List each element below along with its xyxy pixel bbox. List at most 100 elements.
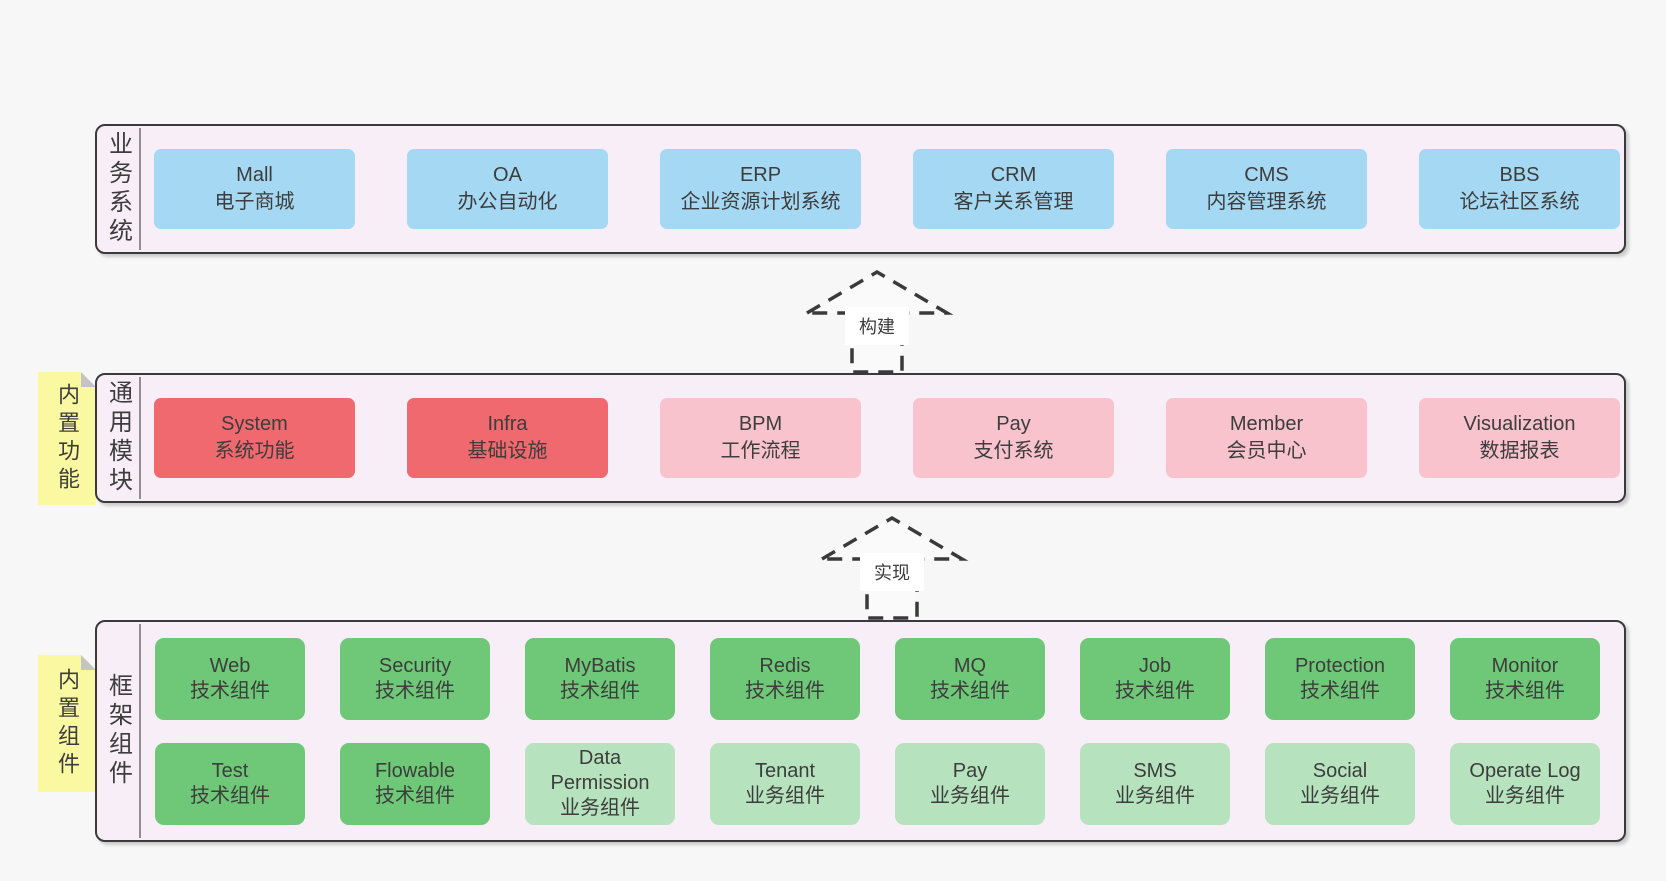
box-title: SMS bbox=[1133, 759, 1177, 782]
sticky-built-in-components: 内置组件 bbox=[38, 655, 96, 792]
box-mq: MQ 技术组件 bbox=[895, 637, 1045, 720]
box-title: MyBatis bbox=[564, 654, 636, 677]
box-social: Social 业务组件 bbox=[1265, 742, 1415, 825]
sticky-fold-icon bbox=[81, 372, 96, 387]
section-framework-components: 框架组件 Web 技术组件 Security 技术组件 MyBatis 技术组件… bbox=[95, 620, 1626, 842]
section-common-modules: 通用模块 System 系统功能 Infra 基础设施 BPM 工作流程 Pay bbox=[95, 373, 1626, 503]
box-operate-log: Operate Log 业务组件 bbox=[1450, 742, 1600, 825]
box-title: Flowable bbox=[374, 759, 456, 782]
box-subtitle: 业务组件 bbox=[560, 797, 640, 819]
box-mybatis: MyBatis 技术组件 bbox=[525, 637, 675, 720]
modules-row: System 系统功能 Infra 基础设施 BPM 工作流程 Pay 支付系统… bbox=[154, 398, 1624, 478]
box-subtitle: 技术组件 bbox=[1485, 679, 1565, 702]
box-protection: Protection 技术组件 bbox=[1265, 637, 1415, 720]
box-title: CMS bbox=[1244, 164, 1289, 186]
box-subtitle: 工作流程 bbox=[720, 440, 801, 462]
box-bbs: BBS 论坛社区系统 bbox=[1419, 149, 1620, 229]
box-subtitle: 数据报表 bbox=[1479, 440, 1560, 462]
box-title: Protection bbox=[1294, 654, 1386, 677]
implement-arrow-label: 实现 bbox=[860, 553, 924, 591]
section-label: 业务系统 bbox=[104, 131, 132, 247]
box-subtitle: 技术组件 bbox=[1115, 679, 1195, 702]
box-job: Job 技术组件 bbox=[1080, 637, 1230, 720]
box-test: Test 技术组件 bbox=[155, 742, 305, 825]
box-subtitle: 业务组件 bbox=[745, 784, 825, 807]
box-title: Social bbox=[1312, 759, 1368, 782]
box-title: Security bbox=[378, 654, 452, 677]
box-subtitle: 技术组件 bbox=[375, 784, 455, 807]
box-subtitle: 业务组件 bbox=[1485, 784, 1565, 807]
box-pay-component: Pay 业务组件 bbox=[895, 742, 1045, 825]
section-label: 通用模块 bbox=[104, 380, 132, 496]
box-crm: CRM 客户关系管理 bbox=[913, 149, 1114, 229]
box-mall: Mall 电子商城 bbox=[154, 149, 355, 229]
label-divider bbox=[139, 128, 141, 250]
box-sms: SMS 业务组件 bbox=[1080, 742, 1230, 825]
box-flowable: Flowable 技术组件 bbox=[340, 742, 490, 825]
box-system: System 系统功能 bbox=[154, 398, 355, 478]
box-title: MQ bbox=[953, 654, 987, 677]
box-subtitle: 系统功能 bbox=[214, 440, 295, 462]
box-title: Operate Log bbox=[1469, 759, 1581, 782]
box-subtitle: 客户关系管理 bbox=[953, 191, 1074, 213]
box-title: Member bbox=[1229, 413, 1304, 435]
box-title: Web bbox=[209, 654, 251, 677]
box-subtitle: 基础设施 bbox=[467, 440, 548, 462]
box-title: Pay bbox=[952, 759, 988, 782]
box-title: Job bbox=[1138, 654, 1172, 677]
box-cms: CMS 内容管理系统 bbox=[1166, 149, 1367, 229]
box-title: BBS bbox=[1499, 164, 1540, 186]
box-web: Web 技术组件 bbox=[155, 637, 305, 720]
box-title: Monitor bbox=[1491, 654, 1559, 677]
box-infra: Infra 基础设施 bbox=[407, 398, 608, 478]
box-subtitle: 内容管理系统 bbox=[1206, 191, 1327, 213]
box-subtitle: 技术组件 bbox=[930, 679, 1010, 702]
components-row-2: Test 技术组件 Flowable 技术组件 Data Permission … bbox=[155, 742, 1624, 825]
label-divider bbox=[139, 624, 141, 838]
box-subtitle: 业务组件 bbox=[930, 784, 1010, 807]
box-subtitle: 技术组件 bbox=[745, 679, 825, 702]
box-title: Visualization bbox=[1463, 413, 1576, 435]
box-subtitle: 企业资源计划系统 bbox=[680, 191, 841, 213]
box-pay: Pay 支付系统 bbox=[913, 398, 1114, 478]
box-title: Redis bbox=[759, 654, 811, 677]
box-subtitle: 会员中心 bbox=[1226, 440, 1307, 462]
box-visualization: Visualization 数据报表 bbox=[1419, 398, 1620, 478]
box-title: OA bbox=[493, 164, 522, 186]
box-subtitle: 电子商城 bbox=[214, 191, 295, 213]
box-oa: OA 办公自动化 bbox=[407, 149, 608, 229]
business-row: Mall 电子商城 OA 办公自动化 ERP 企业资源计划系统 CRM 客户关系… bbox=[154, 149, 1624, 229]
box-subtitle: 技术组件 bbox=[190, 784, 270, 807]
sticky-fold-icon bbox=[81, 655, 96, 670]
box-title: CRM bbox=[990, 164, 1037, 186]
box-bpm: BPM 工作流程 bbox=[660, 398, 861, 478]
box-redis: Redis 技术组件 bbox=[710, 637, 860, 720]
box-subtitle: 技术组件 bbox=[1300, 679, 1380, 702]
box-subtitle: 办公自动化 bbox=[457, 191, 558, 213]
box-security: Security 技术组件 bbox=[340, 637, 490, 720]
box-subtitle: 论坛社区系统 bbox=[1459, 191, 1580, 213]
box-subtitle: 技术组件 bbox=[560, 679, 640, 702]
box-monitor: Monitor 技术组件 bbox=[1450, 637, 1600, 720]
box-erp: ERP 企业资源计划系统 bbox=[660, 149, 861, 229]
label-divider bbox=[139, 377, 141, 499]
sticky-label: 内置功能 bbox=[55, 382, 80, 495]
box-subtitle: 技术组件 bbox=[190, 679, 270, 702]
box-title: Mall bbox=[236, 164, 273, 186]
box-subtitle: 技术组件 bbox=[375, 679, 455, 702]
box-title: Infra bbox=[487, 413, 528, 435]
box-data-permission: Data Permission 业务组件 bbox=[525, 742, 675, 825]
box-title: Test bbox=[211, 759, 249, 782]
box-title: Pay bbox=[996, 413, 1031, 435]
box-title: ERP bbox=[739, 164, 782, 186]
box-title: Tenant bbox=[754, 759, 816, 782]
box-title: BPM bbox=[738, 413, 783, 435]
section-business-systems: 业务系统 Mall 电子商城 OA 办公自动化 ERP 企业资源计划系统 CRM bbox=[95, 124, 1626, 254]
components-row-1: Web 技术组件 Security 技术组件 MyBatis 技术组件 Redi… bbox=[155, 637, 1624, 720]
box-subtitle: 支付系统 bbox=[973, 440, 1054, 462]
sticky-label: 内置组件 bbox=[55, 667, 80, 780]
box-subtitle: 业务组件 bbox=[1115, 784, 1195, 807]
section-label: 框架组件 bbox=[104, 673, 132, 789]
box-subtitle: 业务组件 bbox=[1300, 784, 1380, 807]
